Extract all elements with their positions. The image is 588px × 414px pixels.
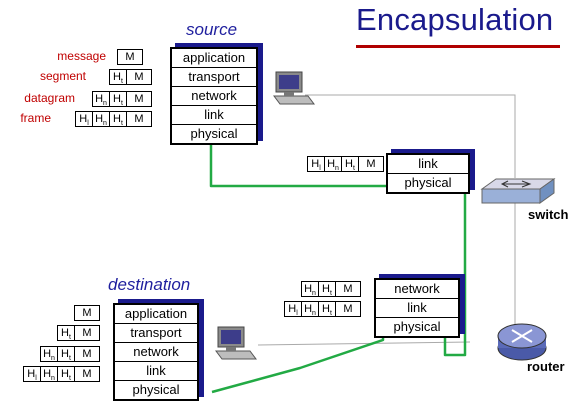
transport-header-cell: Ht bbox=[109, 112, 126, 127]
link-source-switch bbox=[305, 94, 516, 178]
transport-header-cell: Ht bbox=[318, 302, 335, 317]
router-label: router bbox=[527, 359, 565, 374]
link-header-cell: Hl bbox=[27, 368, 37, 383]
pdu-name-message: message bbox=[57, 49, 106, 63]
network-header-cell: Hn bbox=[324, 157, 341, 172]
message-cell: M bbox=[74, 326, 99, 340]
network-header-cell: Hn bbox=[95, 93, 107, 108]
message-cell: M bbox=[335, 282, 360, 296]
destination-protocol-stack: application transport network link physi… bbox=[113, 303, 199, 401]
switch-icon bbox=[480, 178, 556, 204]
layer-physical: physical bbox=[393, 319, 441, 334]
network-header-cell: Hn bbox=[304, 283, 316, 298]
link-router-destination bbox=[257, 341, 471, 346]
layer-transport: transport bbox=[115, 324, 197, 343]
message-cell: M bbox=[82, 307, 92, 319]
layer-link: link bbox=[376, 299, 458, 318]
source-label: source bbox=[186, 20, 238, 39]
switch-protocol-stack: link physical bbox=[386, 153, 470, 194]
message-unit: M bbox=[117, 49, 143, 65]
destination-computer-icon bbox=[215, 326, 257, 360]
source-protocol-stack: application transport network link physi… bbox=[170, 47, 258, 145]
router-protocol-stack: network link physical bbox=[374, 278, 460, 338]
link-header-cell: Hl bbox=[79, 113, 89, 128]
network-header-cell: Hn bbox=[301, 302, 318, 317]
transport-header-cell: Ht bbox=[113, 71, 123, 86]
transport-header-cell: Ht bbox=[318, 282, 335, 297]
layer-physical: physical bbox=[190, 126, 238, 141]
layer-link: link bbox=[388, 155, 468, 174]
message-cell: M bbox=[125, 51, 135, 63]
layer-network: network bbox=[172, 87, 256, 106]
pdu-name-frame: frame bbox=[20, 111, 51, 125]
transport-header-cell: Ht bbox=[61, 327, 71, 342]
layer-network: network bbox=[376, 280, 458, 299]
layer-application: application bbox=[172, 49, 256, 68]
message-cell: M bbox=[358, 157, 383, 171]
network-header-cell: Hn bbox=[92, 112, 109, 127]
message-cell: M bbox=[126, 112, 151, 126]
layer-physical: physical bbox=[404, 175, 452, 190]
pdu-name-segment: segment bbox=[39, 69, 86, 83]
transport-header-cell: Ht bbox=[57, 367, 74, 382]
message-cell: M bbox=[74, 367, 99, 381]
layer-link: link bbox=[172, 106, 256, 125]
network-header-cell: Hn bbox=[40, 367, 57, 382]
link-header-cell: Hl bbox=[311, 158, 321, 173]
layer-link: link bbox=[115, 362, 197, 381]
pdu-name-datagram: datagram bbox=[24, 91, 75, 105]
layer-application: application bbox=[115, 305, 197, 324]
message-cell: M bbox=[126, 70, 151, 84]
transport-header-cell: Ht bbox=[109, 92, 126, 107]
page-title: Encapsulation bbox=[356, 2, 554, 37]
link-header-cell: Hl bbox=[288, 303, 298, 318]
switch-label: switch bbox=[528, 207, 569, 222]
message-cell: M bbox=[126, 92, 151, 106]
destination-label: destination bbox=[108, 275, 191, 294]
message-cell: M bbox=[74, 347, 99, 361]
title-underline bbox=[356, 45, 560, 48]
layer-network: network bbox=[115, 343, 197, 362]
layer-physical: physical bbox=[132, 382, 180, 397]
message-cell: M bbox=[335, 302, 360, 316]
dest-message-unit: M bbox=[74, 305, 100, 321]
layer-transport: transport bbox=[172, 68, 256, 87]
router-icon bbox=[497, 323, 547, 361]
source-computer-icon bbox=[273, 71, 315, 105]
transport-header-cell: Ht bbox=[57, 347, 74, 362]
packet-path bbox=[209, 80, 467, 394]
network-header-cell: Hn bbox=[43, 348, 55, 363]
transport-header-cell: Ht bbox=[341, 157, 358, 172]
